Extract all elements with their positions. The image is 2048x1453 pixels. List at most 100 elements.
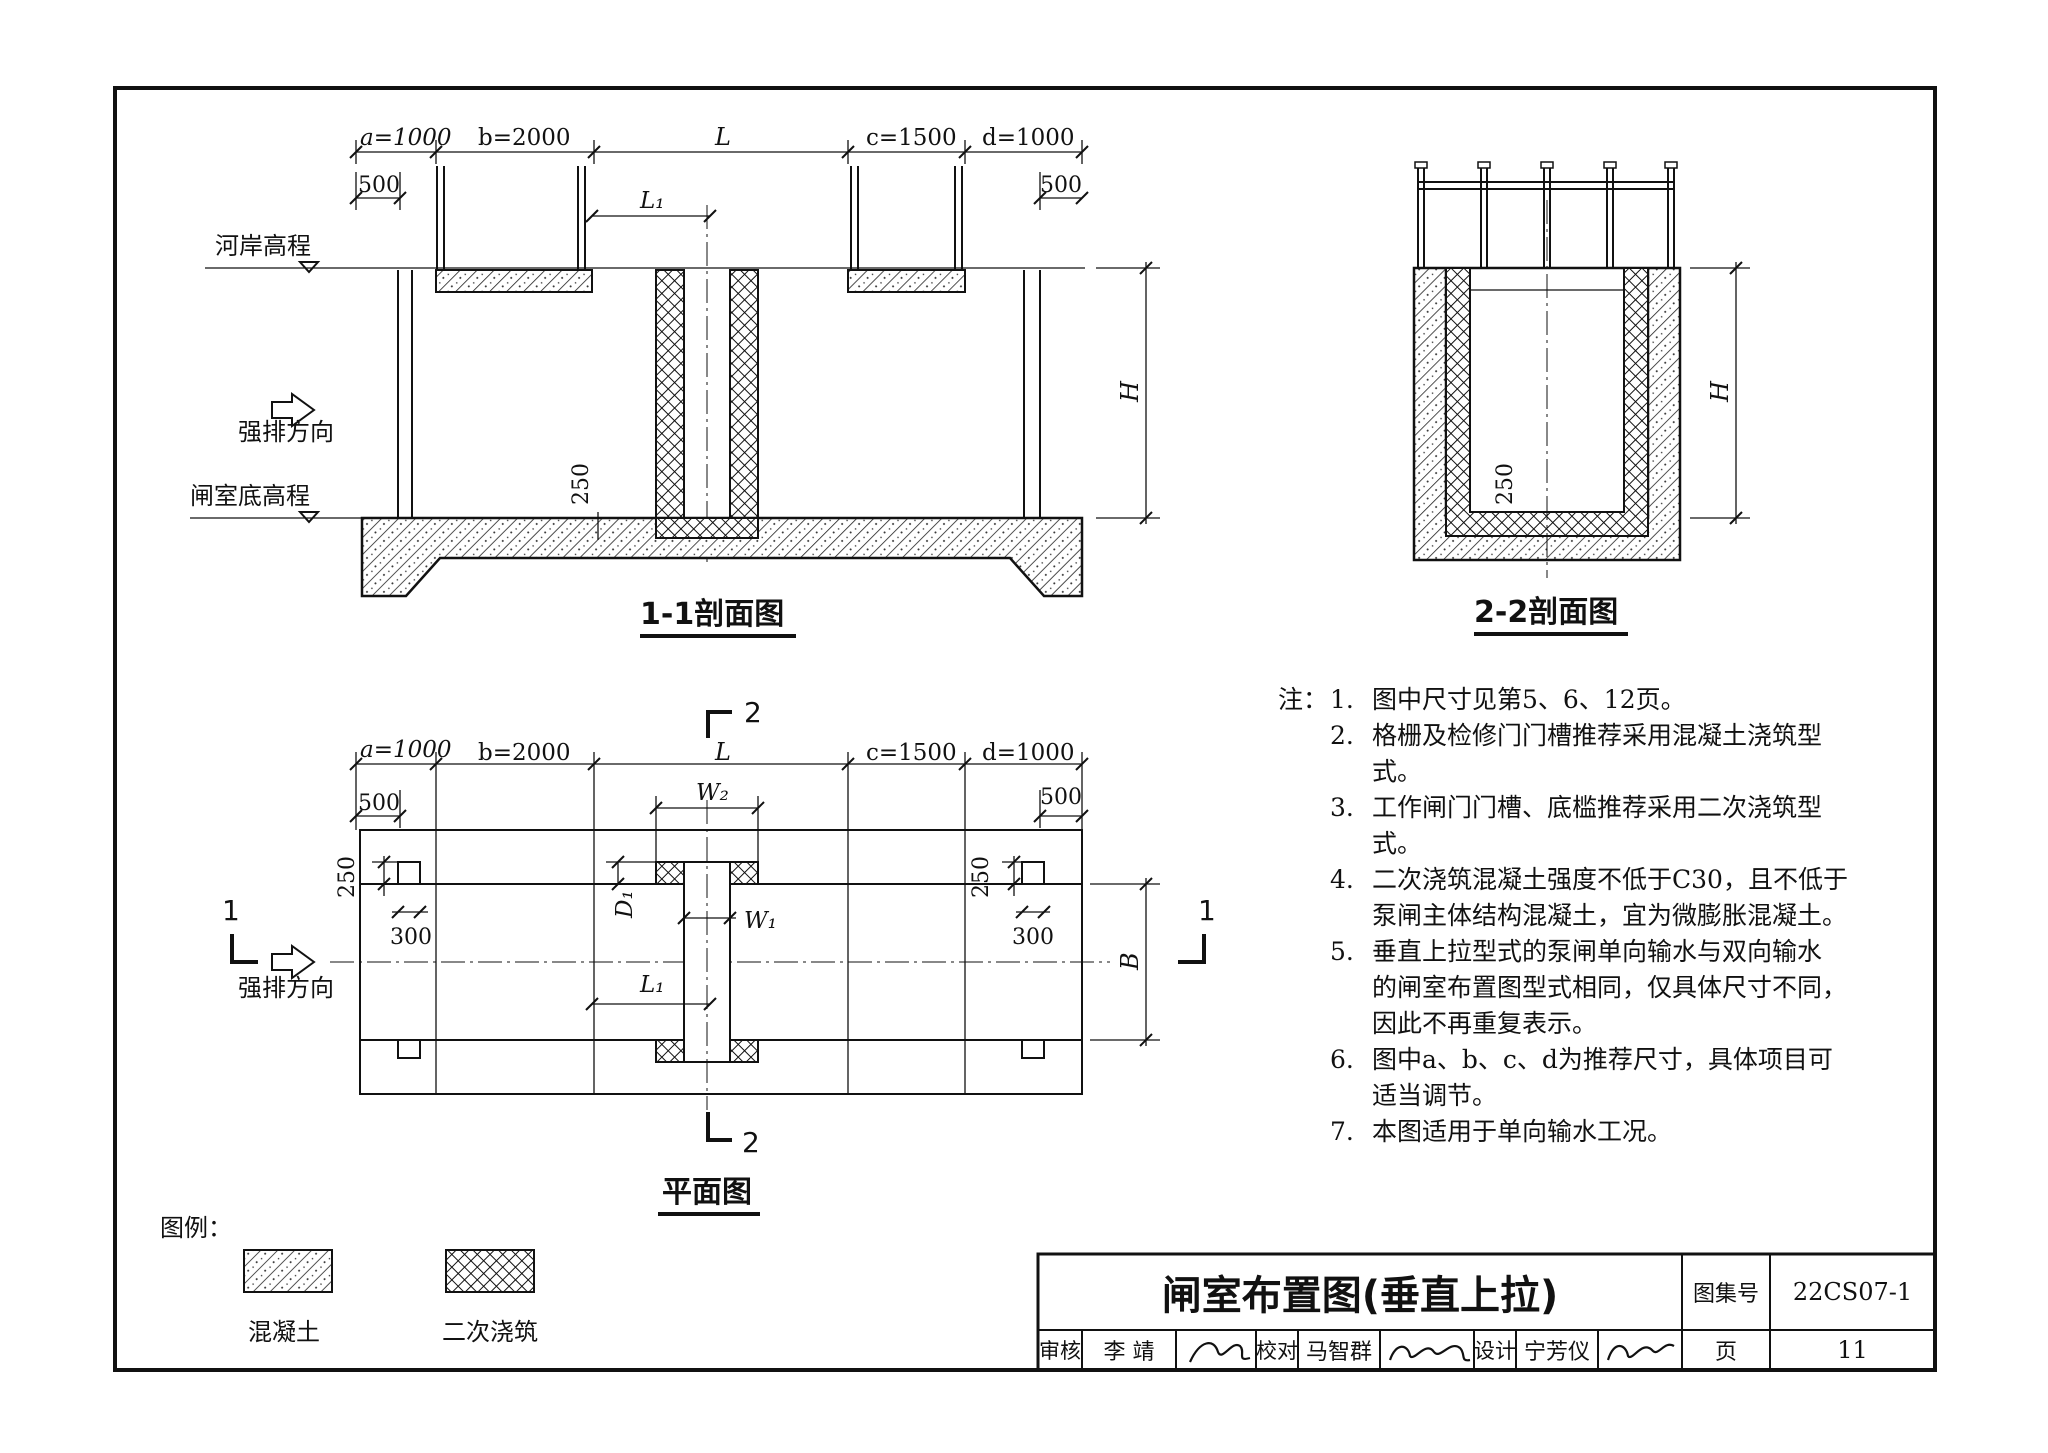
dim-500-left: 500 [358,173,400,198]
sheet-border [113,86,1937,1372]
design-label: 设计 [1474,1339,1516,1363]
section-2-2: 250 H 2-2剖面图 [1412,161,1750,636]
dim-d1: D₁ [612,890,638,919]
plan-dim-300-right: 300 [1012,925,1054,950]
dim-250-2-2: 250 [1493,463,1518,505]
note-line: 工作闸门门槽、底槛推荐采用二次浇筑型 [1372,793,1823,822]
design-name: 宁芳仪 [1523,1340,1590,1365]
note-line: 格栅及检修门门槽推荐采用混凝土浇筑型 [1372,721,1823,750]
note-text: 工作闸门门槽、底槛推荐采用二次浇筑型式。 [1372,790,1900,862]
plan-title: 平面图 [662,1175,752,1210]
note-item: 3. 工作闸门门槽、底槛推荐采用二次浇筑型式。 [1330,790,1900,862]
gate-pier-right [729,269,759,521]
plan-dim-d: d=1000 [982,740,1075,766]
cut-mark-2-top: 2 [744,696,762,729]
signature-review [1188,1342,1251,1363]
dim-250: 250 [569,463,594,505]
note-line: 的闸室布置图型式相同，仅具体尺寸不同， [1372,973,1848,1002]
dim-l: L [714,123,731,151]
signature-design [1606,1343,1675,1361]
note-text: 本图适用于单向输水工况。 [1372,1114,1900,1150]
legend-title: 图例： [160,1214,232,1242]
dim-h-2-2: H [1706,380,1734,403]
gate-pier-left [655,269,685,521]
note-text: 格栅及检修门门槽推荐采用混凝土浇筑型式。 [1372,718,1900,790]
note-line: 本图适用于单向输水工况。 [1372,1117,1673,1146]
label-floor-elevation: 闸室底高程 [190,482,310,510]
legend-secondary-label: 二次浇筑 [442,1318,538,1346]
note-number: 5. [1330,937,1354,966]
atlas-number: 22CS07-1 [1792,1278,1913,1306]
plan-dim-a: a=1000 [360,737,452,763]
plan-dim-500-right: 500 [1040,785,1082,810]
note-item: 6. 图中a、b、c、d为推荐尺寸，具体项目可适当调节。 [1330,1042,1900,1114]
note-line: 垂直上拉型式的泵闸单向输水与双向输水 [1372,937,1823,966]
check-name: 马智群 [1305,1340,1372,1365]
note-number: 3. [1330,793,1354,822]
note-line: 图中a、b、c、d为推荐尺寸，具体项目可 [1372,1045,1833,1074]
plan-dim-300-left: 300 [390,925,432,950]
note-line: 因此不再重复表示。 [1372,1009,1598,1038]
note-item: 4. 二次浇筑混凝土强度不低于C30，且不低于泵闸主体结构混凝土，宜为微膨胀混凝土… [1330,862,1900,934]
note-line: 二次浇筑混凝土强度不低于C30，且不低于 [1372,865,1848,894]
note-text: 图中尺寸见第5、6、12页。 [1372,682,1900,718]
note-number: 1. [1330,685,1354,714]
u-section-secondary [1445,267,1649,537]
section-2-2-title: 2-2剖面图 [1474,595,1618,630]
plan-dim-c: c=1500 [866,740,957,766]
plan-dim-250-left: 250 [335,856,360,898]
note-line: 式。 [1372,829,1423,858]
check-label: 校对 [1256,1339,1298,1363]
notes-list: 1.图中尺寸见第5、6、12页。2.格栅及检修门门槽推荐采用混凝土浇筑型式。3.… [1330,682,1900,1150]
plan-dim-l: L [714,738,731,766]
note-number: 7. [1330,1117,1354,1146]
floor-slab [360,516,1084,598]
dim-w1: W₁ [744,908,777,934]
note-line: 适当调节。 [1372,1081,1498,1110]
cut-mark-1-left: 1 [222,894,240,927]
legend-secondary-swatch [445,1249,535,1293]
page-number: 11 [1837,1336,1868,1364]
dim-h: H [1116,380,1144,403]
note-number: 2. [1330,721,1354,750]
drawing-title: 闸室布置图(垂直上拉) [1161,1273,1559,1319]
note-item: 7. 本图适用于单向输水工况。 [1330,1114,1900,1150]
legend-concrete-swatch [243,1249,333,1293]
section-1-1: a=1000 b=2000 L c=1500 d=1000 500 500 [190,123,1160,638]
note-line: 泵闸主体结构混凝土，宜为微膨胀混凝土。 [1372,901,1848,930]
dim-b: b=2000 [478,125,571,151]
legend-concrete-label: 混凝土 [248,1318,320,1346]
plan-dim-l1: L₁ [639,972,665,998]
dim-c: c=1500 [866,125,957,151]
dim-b-width: B [1116,952,1144,971]
dim-d: d=1000 [982,125,1075,151]
slab-right [847,269,966,293]
note-line: 图中尺寸见第5、6、12页。 [1372,685,1686,714]
dim-500-right: 500 [1040,173,1082,198]
note-line: 式。 [1372,757,1423,786]
note-number: 4. [1330,865,1354,894]
sill-secondary [655,517,759,539]
page-label: 页 [1714,1340,1737,1365]
atlas-label: 图集号 [1692,1282,1759,1307]
legend: 图例： 混凝土 二次浇筑 [160,1214,538,1346]
dim-a: a=1000 [360,125,452,151]
note-item: 1. 图中尺寸见第5、6、12页。 [1330,682,1900,718]
dim-l1: L₁ [639,188,665,214]
review-name: 李 靖 [1103,1340,1155,1365]
label-bank-elevation: 河岸高程 [215,232,311,260]
section-1-1-title: 1-1剖面图 [640,597,784,632]
plan-dim-250-right: 250 [969,856,994,898]
signature-check [1388,1345,1471,1362]
note-item: 5. 垂直上拉型式的泵闸单向输水与双向输水的闸室布置图型式相同，仅具体尺寸不同， 因… [1330,934,1900,1042]
plan-dim-b: b=2000 [478,740,571,766]
note-text: 图中a、b、c、d为推荐尺寸，具体项目可适当调节。 [1372,1042,1900,1114]
notes-prefix: 注： [1278,685,1329,714]
label-flow-direction-section: 强排方向 [238,418,334,446]
cut-mark-2-bottom: 2 [742,1126,760,1159]
note-number: 6. [1330,1045,1354,1074]
slab-left [435,269,593,293]
dim-w2: W₂ [696,780,729,806]
plan-view: a=1000 b=2000 L c=1500 d=1000 500 500 [222,696,1216,1216]
label-flow-direction-plan: 强排方向 [238,974,334,1002]
